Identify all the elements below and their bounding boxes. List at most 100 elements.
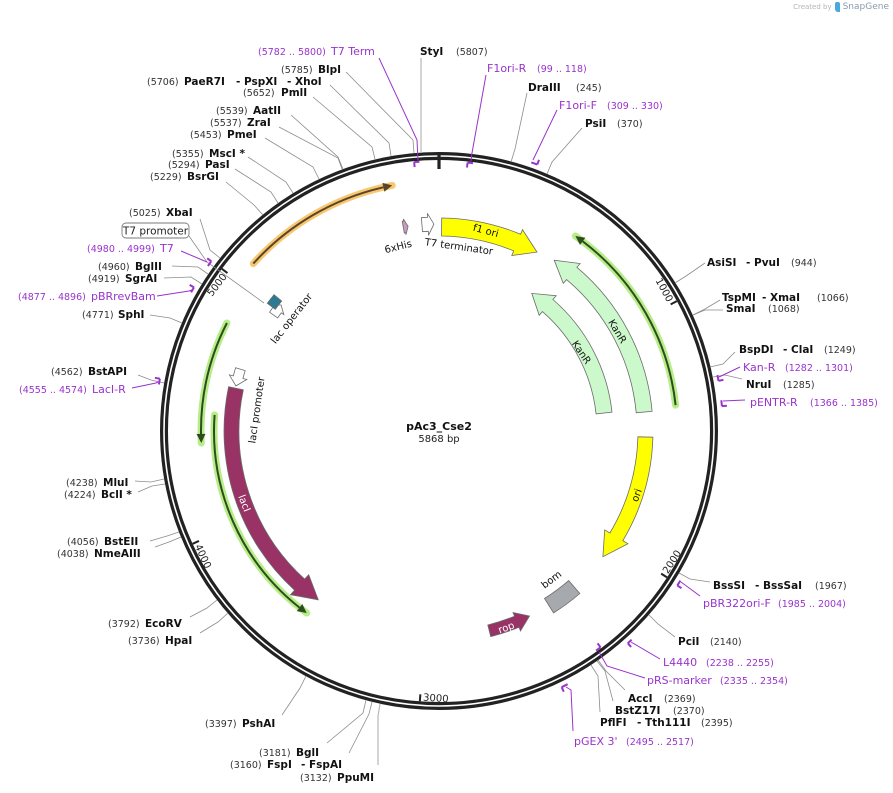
primer-marker[interactable] <box>206 257 213 267</box>
primer-name[interactable]: F1ori-R <box>487 62 527 75</box>
primer-marker[interactable] <box>676 580 683 590</box>
site-smai[interactable]: SmaI (1068) <box>692 303 800 316</box>
site-bsssi-bsssai[interactable]: BssSI - BssSaI (1967) <box>678 572 847 592</box>
primer-prs-marker[interactable]: pRS-marker (2335 .. 2354) <box>595 642 788 687</box>
site-name[interactable]: FspI <box>267 759 292 771</box>
site-name[interactable]: BssSI <box>713 580 745 592</box>
site-name[interactable]: PflFI <box>600 717 627 729</box>
site-xbai[interactable]: (5025) XbaI <box>129 207 221 259</box>
site-name[interactable]: NmeAIII <box>94 548 141 560</box>
site-pcii[interactable]: PciI (2140) <box>648 614 742 648</box>
site-blpi[interactable]: (5785) BlpI <box>281 64 415 154</box>
site-bcli[interactable]: (4224) BclI * <box>64 483 166 501</box>
site-name[interactable]: BsrGI <box>187 171 219 183</box>
site-ecorv[interactable]: (3792) EcoRV <box>108 599 218 630</box>
site-hpai[interactable]: (3736) HpaI <box>128 612 229 647</box>
primer-name[interactable]: T7 Term <box>330 45 375 58</box>
primer-pbr322ori-f[interactable]: pBR322ori-F (1985 .. 2004) <box>676 580 846 610</box>
site-name[interactable]: - XhoI <box>287 76 322 88</box>
site-name[interactable]: EcoRV <box>145 618 183 630</box>
site-name[interactable]: PciI <box>678 636 699 648</box>
feature-kanr-inner[interactable] <box>531 292 613 415</box>
feature-label-laci-promoter[interactable]: lacI promoter <box>247 375 267 444</box>
site-name[interactable]: BstEII <box>104 536 138 548</box>
site-name[interactable]: MluI <box>103 477 128 489</box>
feature-f1-ori[interactable] <box>441 217 538 256</box>
site-name[interactable]: NruI <box>746 379 771 391</box>
primer-name[interactable]: L4440 <box>663 656 697 669</box>
site-name[interactable]: PsiI <box>585 118 606 130</box>
site-psii[interactable]: PsiI (370) <box>546 118 643 175</box>
primer-name[interactable]: LacI-R <box>92 383 126 396</box>
primer-pentr-r[interactable]: pENTR-R (1366 .. 1385) <box>720 396 878 409</box>
feature-label-rop[interactable]: rop <box>497 620 516 636</box>
feature-laci[interactable] <box>223 386 319 601</box>
site-nmeaiii[interactable]: (4038) NmeAIII <box>57 536 182 560</box>
site-asisi-pvui[interactable]: AsiSI - PvuI (944) <box>674 257 817 284</box>
site-bgli[interactable]: (3181) BglI <box>259 699 367 759</box>
primer-pgex-3[interactable]: pGEX 3' (2495 .. 2517) <box>560 683 694 748</box>
site-aatii[interactable]: (5539) AatII <box>216 105 344 170</box>
site-name[interactable]: - PspXI <box>236 76 277 88</box>
site-bsrgi[interactable]: (5229) BsrGI <box>150 171 264 216</box>
feature-rop[interactable] <box>487 611 531 638</box>
site-name[interactable]: BspDI <box>739 344 773 356</box>
site-name[interactable]: BlpI <box>318 64 341 76</box>
primer-marker[interactable] <box>595 642 602 652</box>
feature-kanr-outer[interactable] <box>553 259 653 414</box>
feature-label-ori[interactable]: ori <box>630 488 645 504</box>
site-name[interactable]: TspMI <box>722 292 756 304</box>
site-name[interactable]: BglI <box>296 747 319 759</box>
site-pmei[interactable]: (5453) PmeI <box>190 129 320 180</box>
site-name[interactable]: ZraI <box>247 117 271 129</box>
site-sgrai[interactable]: (4919) SgrAI <box>88 273 203 285</box>
feature-lac-operator[interactable] <box>266 294 283 310</box>
primer-name[interactable]: pBRrevBam <box>91 290 156 303</box>
primer-name[interactable]: pGEX 3' <box>574 735 618 748</box>
orf-green-left-inner[interactable] <box>210 411 311 617</box>
site-pasi[interactable]: (5294) PasI <box>168 159 279 204</box>
t7-promoter-label[interactable]: T7 promoter <box>122 226 189 238</box>
primer-name[interactable]: F1ori-F <box>559 99 597 112</box>
site-name[interactable]: SgrAI <box>125 273 157 285</box>
site-pflfi-tth111i[interactable]: PflFI - Tth111I (2395) <box>590 664 733 729</box>
site-sphi[interactable]: (4771) SphI <box>82 309 183 324</box>
site-pshai[interactable]: (3397) PshAI <box>205 675 307 730</box>
site-bstapi[interactable]: (4562) BstAPI <box>51 366 165 384</box>
site-name[interactable]: AccI <box>628 693 652 705</box>
primer-name[interactable]: pBR322ori-F <box>703 597 771 610</box>
primer-marker[interactable] <box>154 376 161 385</box>
feature-ori[interactable] <box>602 436 654 558</box>
primer-marker[interactable] <box>560 683 569 693</box>
site-name[interactable]: - XmaI <box>762 292 800 304</box>
site-bstz17i[interactable]: BstZ17I (2370) <box>596 660 705 717</box>
site-bsteii[interactable]: (4056) BstEII <box>67 531 180 548</box>
primer-name[interactable]: pENTR-R <box>750 396 798 409</box>
site-pmli[interactable]: (5652) PmlI <box>243 87 376 160</box>
feature-label-6xhis[interactable]: 6xHis <box>384 239 414 256</box>
site-name[interactable]: PmeI <box>227 129 257 141</box>
site-name[interactable]: SphI <box>118 309 144 321</box>
site-name[interactable]: PshAI <box>242 718 275 730</box>
primer-name[interactable]: T7 <box>159 242 174 255</box>
site-tspmi-xmai[interactable]: TspMI - XmaI (1066) <box>692 292 849 316</box>
site-name[interactable]: BglII <box>135 261 162 273</box>
site-styi[interactable]: StyI (5807) <box>420 46 488 153</box>
site-msci[interactable]: (5355) MscI * <box>172 148 294 194</box>
site-mlui[interactable]: (4238) MluI <box>66 477 165 489</box>
site-name[interactable]: - FspAI <box>301 759 342 771</box>
primer-marker[interactable] <box>466 161 474 168</box>
site-name[interactable]: HpaI <box>165 635 192 647</box>
orf-orange-top[interactable] <box>249 181 396 268</box>
site-ppumi[interactable]: (3132) PpuMI <box>300 703 381 784</box>
site-draiii[interactable]: DraIII (245) <box>510 82 602 163</box>
primer-l4440[interactable]: L4440 (2238 .. 2255) <box>627 638 774 669</box>
site-name[interactable]: - Tth111I <box>637 717 691 729</box>
site-name[interactable]: AatII <box>253 105 281 117</box>
feature-t7-promoter[interactable] <box>268 304 285 319</box>
primer-name[interactable]: Kan-R <box>743 361 776 374</box>
site-name[interactable]: BclI * <box>101 489 132 501</box>
site-name[interactable]: PmlI <box>281 87 307 99</box>
site-paer7i-pspxi-xhoi[interactable]: (5706) PaeR7I - PspXI - XhoI <box>147 76 392 157</box>
primer-marker[interactable] <box>627 638 633 648</box>
